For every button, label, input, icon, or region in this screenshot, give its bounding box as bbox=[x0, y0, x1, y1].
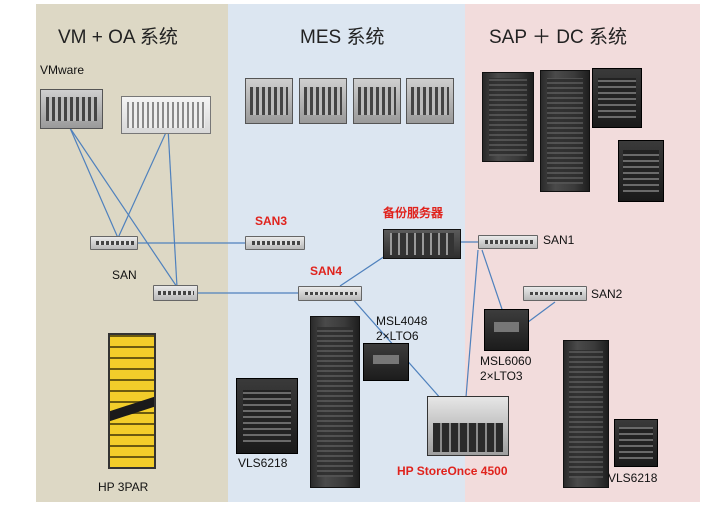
sap-server-2-icon bbox=[618, 140, 664, 202]
zone-title-sap-dc: SAP ＋ DC 系统 bbox=[489, 27, 627, 48]
backup-server-label: 备份服务器 bbox=[383, 206, 444, 220]
msl6060-tape-library-icon bbox=[484, 309, 529, 351]
link-vmware-san-b bbox=[69, 127, 178, 288]
san3-label: SAN3 bbox=[255, 214, 288, 228]
link-blade-san-b bbox=[167, 127, 178, 288]
backup-server-icon bbox=[383, 229, 461, 259]
msl4048-label-line1: MSL4048 bbox=[376, 314, 428, 328]
san-label: SAN bbox=[112, 268, 137, 282]
san-switch-icon bbox=[90, 236, 138, 250]
san4-label: SAN4 bbox=[310, 264, 343, 278]
sap-server-1-icon bbox=[592, 68, 642, 128]
link-vmware-san bbox=[69, 127, 119, 239]
vls6218-mes-icon bbox=[236, 378, 298, 454]
sap-rack-2-icon bbox=[540, 70, 590, 192]
storeonce-appliance-icon bbox=[427, 396, 509, 456]
vls6218-sap-icon bbox=[614, 419, 658, 467]
blade-enclosure-icon bbox=[121, 96, 211, 134]
san2-switch-icon bbox=[523, 286, 587, 301]
san1-switch-icon bbox=[478, 235, 538, 249]
vmware-server-icon bbox=[40, 89, 103, 129]
sap-storage-rack-icon bbox=[563, 340, 609, 488]
sap-rack-1-icon bbox=[482, 72, 534, 162]
san1-label: SAN1 bbox=[543, 233, 575, 247]
link-san4-backup bbox=[339, 255, 386, 287]
storeonce-label: HP StoreOnce 4500 bbox=[397, 464, 508, 478]
mes-server-3-icon bbox=[353, 78, 401, 124]
link-san1-storeonce bbox=[465, 249, 479, 398]
mes-server-4-icon bbox=[406, 78, 454, 124]
msl4048-label-line2: 2×LTO6 bbox=[376, 329, 419, 343]
3par-storage-icon bbox=[108, 333, 156, 469]
vls6218-sap-label: VLS6218 bbox=[608, 471, 658, 485]
link-san1-msl6060 bbox=[481, 249, 506, 319]
zone-title-mes: MES 系统 bbox=[300, 27, 385, 48]
san2-label: SAN2 bbox=[591, 287, 623, 301]
san4-switch-icon bbox=[298, 286, 362, 301]
hp-3par-label: HP 3PAR bbox=[98, 480, 149, 494]
mes-server-1-icon bbox=[245, 78, 293, 124]
san3-switch-icon bbox=[245, 236, 305, 250]
mes-server-2-icon bbox=[299, 78, 347, 124]
san-switch-b-icon bbox=[153, 285, 198, 301]
msl6060-label-line1: MSL6060 bbox=[480, 354, 532, 368]
msl6060-label-line2: 2×LTO3 bbox=[480, 369, 523, 383]
link-blade-san bbox=[117, 127, 169, 239]
msl4048-tape-library-icon bbox=[363, 343, 409, 381]
mes-storage-rack-icon bbox=[310, 316, 360, 488]
vmware-label: VMware bbox=[40, 63, 85, 77]
vls6218-mes-label: VLS6218 bbox=[238, 456, 288, 470]
zone-title-vm-oa: VM + OA 系统 bbox=[58, 27, 178, 48]
